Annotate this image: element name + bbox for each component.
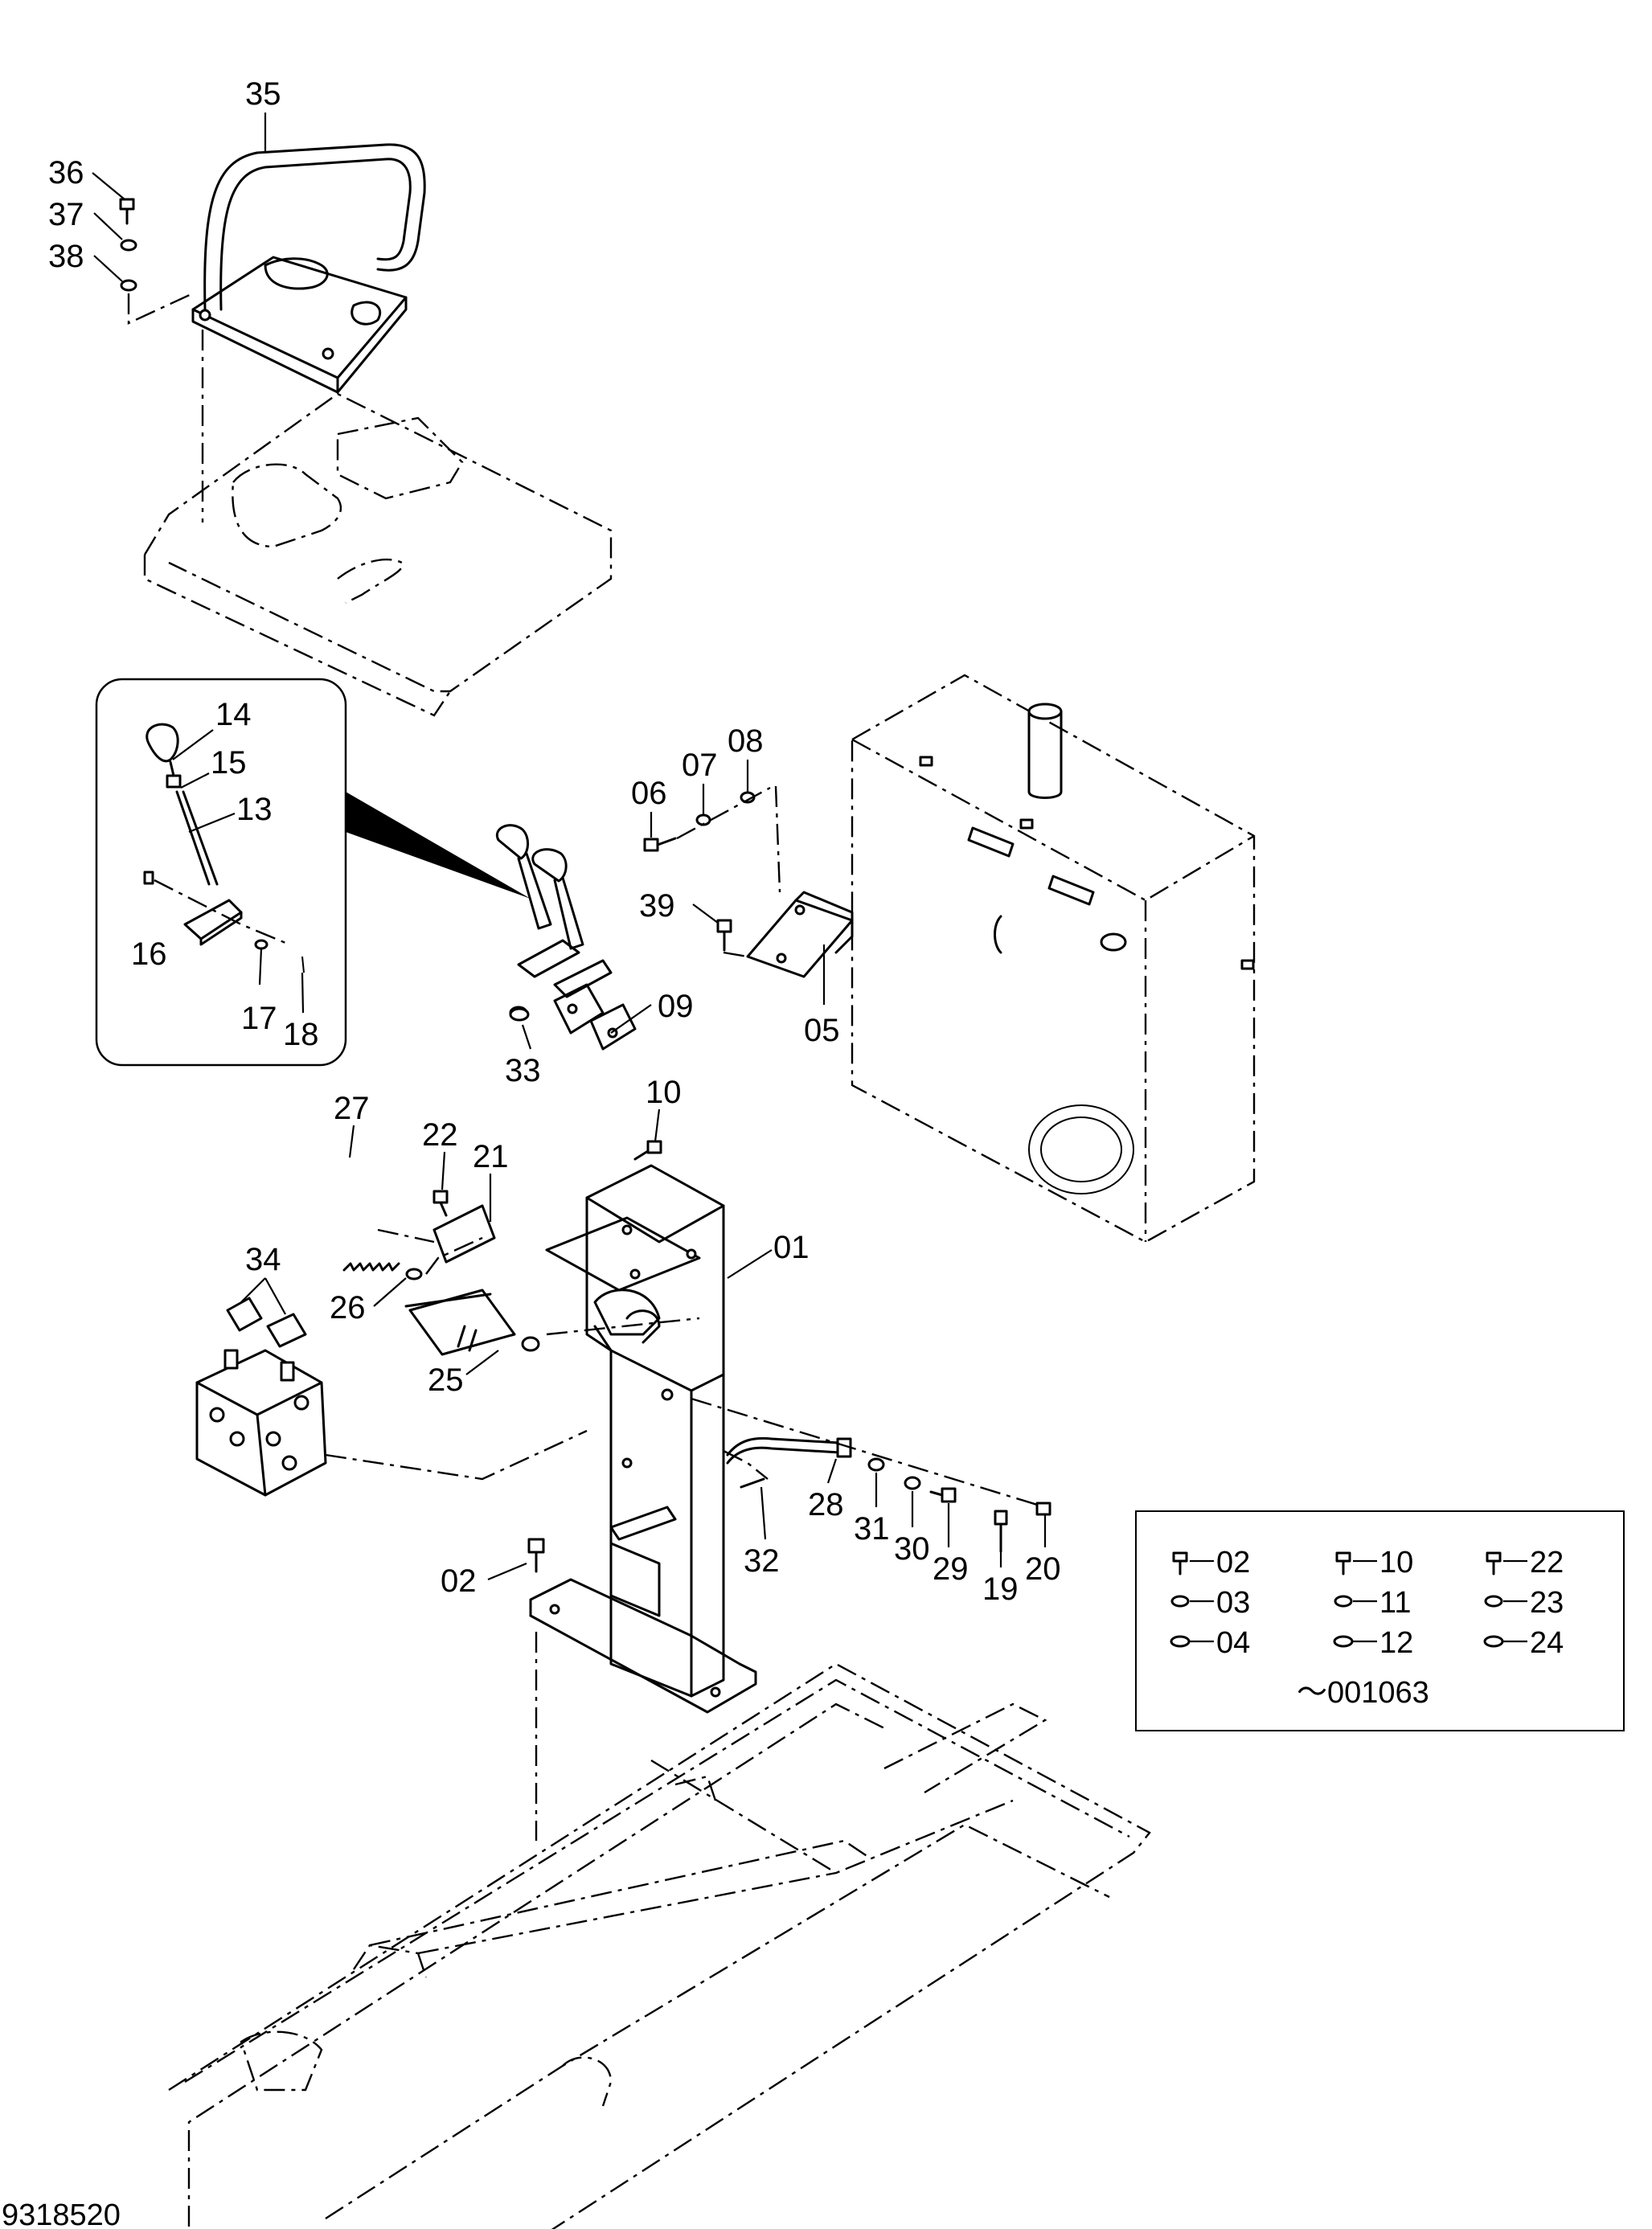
washer-30-icon: [904, 1476, 921, 1490]
callout-28: 28: [808, 1487, 844, 1522]
washer-31-icon: [867, 1457, 885, 1472]
callout-09: 09: [658, 989, 694, 1024]
bolt-06-icon: [643, 837, 677, 852]
legend-24: 24: [1530, 1626, 1564, 1660]
legend-04: 04: [1216, 1626, 1250, 1660]
bolt-02-icon: [527, 1538, 545, 1573]
washer-38-icon: [120, 279, 137, 292]
bolt-36-icon: [119, 198, 135, 225]
legend-23: 23: [1530, 1586, 1564, 1620]
bolt-22-icon: [432, 1190, 449, 1217]
callout-01: 01: [773, 1230, 810, 1265]
callout-37: 37: [48, 197, 84, 232]
legend-washer-icon: [1170, 1635, 1504, 1648]
base-frame-outline: [168, 1662, 1151, 2229]
callout-15: 15: [211, 745, 247, 781]
callout-13: 13: [236, 792, 273, 827]
callout-21: 21: [473, 1139, 509, 1174]
legend-serial-note: ～001063: [1297, 1676, 1429, 1710]
callout-34: 34: [245, 1242, 281, 1277]
callout-14: 14: [215, 697, 252, 732]
rod-28-part: [726, 1436, 842, 1457]
spring-27-icon: [342, 1262, 400, 1272]
callout-10: 10: [646, 1075, 682, 1110]
callout-20: 20: [1025, 1551, 1061, 1587]
callout-32: 32: [744, 1543, 780, 1579]
callout-07: 07: [682, 748, 718, 783]
callout-27: 27: [334, 1091, 370, 1126]
callout-19: 19: [982, 1571, 1019, 1607]
callout-38: 38: [48, 239, 84, 274]
plate-21-part: [432, 1204, 496, 1264]
legend-12: 12: [1379, 1626, 1413, 1660]
callout-06: 06: [631, 776, 667, 811]
hydraulic-tank-outline: [851, 674, 1256, 1244]
control-levers: [495, 824, 637, 1051]
nut-20-icon: [1035, 1502, 1051, 1516]
legend-11: 11: [1379, 1586, 1411, 1620]
washer-33-icon: [509, 1007, 530, 1022]
callout-30: 30: [894, 1531, 930, 1567]
bolt-10-icon: [633, 1140, 662, 1161]
drawing-number: 9318520: [2, 2198, 121, 2229]
callout-26: 26: [330, 1290, 366, 1326]
callout-18: 18: [283, 1017, 319, 1052]
callout-16: 16: [131, 936, 167, 972]
detail-pointer: [346, 792, 531, 899]
callout-17: 17: [241, 1001, 277, 1036]
bolt-29-icon: [929, 1487, 957, 1503]
callout-33: 33: [505, 1053, 541, 1088]
callout-39: 39: [639, 888, 675, 924]
serial-legend-box: 02 10 22 03 11 23 04 12 24 ～001063: [1135, 1510, 1625, 1731]
bracket-05-part: [746, 891, 854, 978]
callout-02: 02: [441, 1563, 477, 1599]
guard-rail-part: [191, 143, 426, 394]
pin-32-icon: [740, 1477, 765, 1489]
callout-31: 31: [854, 1511, 890, 1547]
legend-bolt-icon: [1172, 1551, 1502, 1575]
callout-labels: 35 36 37 38 14 15 13 16 17 18 06 07 08 3…: [48, 76, 1061, 1607]
legend-22: 22: [1530, 1546, 1564, 1580]
leader-lines: [92, 113, 1047, 1581]
cab-floor-outline: [143, 330, 613, 717]
legend-02: 02: [1216, 1546, 1250, 1580]
callout-25: 25: [428, 1362, 464, 1398]
legend-spring-washer-icon: [1170, 1595, 1503, 1608]
callout-22: 22: [422, 1117, 458, 1153]
bolt-39-icon: [716, 919, 732, 952]
bolt-19-icon: [994, 1510, 1008, 1553]
callout-05: 05: [804, 1013, 840, 1048]
callout-36: 36: [48, 155, 84, 191]
washer-26-icon: [405, 1268, 423, 1280]
washer-37-icon: [120, 239, 137, 252]
control-valve-34-part: [195, 1297, 327, 1497]
callout-35: 35: [245, 76, 281, 112]
callout-29: 29: [933, 1551, 969, 1587]
callout-08: 08: [728, 723, 764, 759]
legend-10: 10: [1379, 1546, 1413, 1580]
linkage-25-part: [404, 1289, 540, 1356]
lever-detail-inset: [95, 678, 347, 1067]
control-stand-part: [529, 1164, 757, 1714]
legend-03: 03: [1216, 1586, 1250, 1620]
